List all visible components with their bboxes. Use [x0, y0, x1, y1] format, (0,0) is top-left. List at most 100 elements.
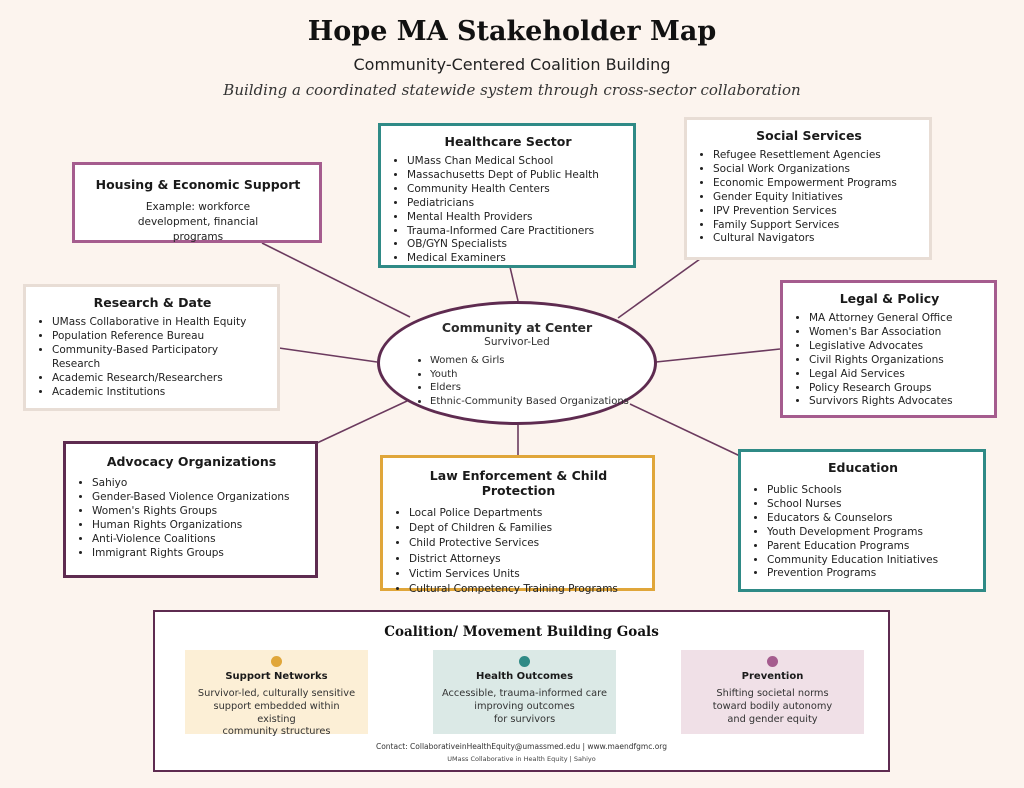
list-item: Community Health Centers [407, 183, 623, 197]
list-item: Educators & Counselors [767, 512, 973, 526]
social-services-box: Social Services Refugee Resettlement Age… [684, 117, 932, 260]
list-item: Population Reference Bureau [52, 330, 267, 344]
list-item: Survivors Rights Advocates [809, 395, 984, 409]
goal-text: Survivor-led, culturally sensitive suppo… [197, 688, 356, 738]
list-item: Economic Empowerment Programs [713, 177, 919, 191]
list-item: Child Protective Services [409, 536, 642, 551]
list-item: MA Attorney General Office [809, 312, 984, 326]
page-tagline: Building a coordinated statewide system … [223, 81, 801, 99]
healthcare-list: UMass Chan Medical School Massachusetts … [393, 155, 623, 266]
housing-box: Housing & Economic Support Example: work… [72, 162, 322, 243]
list-item: School Nurses [767, 498, 973, 512]
center-subtitle: Survivor-Led [484, 336, 550, 348]
list-item: Anti-Violence Coalitions [92, 533, 305, 547]
list-item: Community-Based Participatory Research [52, 344, 267, 372]
legal-policy-title: Legal & Policy [839, 291, 940, 306]
list-item: Family Support Services [713, 219, 919, 233]
goal-text: Shifting societal norms toward bodily au… [712, 688, 833, 725]
list-item: Legal Aid Services [809, 368, 984, 382]
list-item: District Attorneys [409, 552, 642, 567]
healthcare-box: Healthcare Sector UMass Chan Medical Sch… [378, 123, 636, 268]
list-item: Medical Examiners [407, 252, 623, 266]
list-item: Refugee Resettlement Agencies [713, 149, 919, 163]
housing-title: Housing & Economic Support [95, 177, 301, 192]
credit-line: UMass Collaborative in Health Equity | S… [447, 755, 596, 763]
list-item: Pediatricians [407, 197, 623, 211]
list-item: OB/GYN Specialists [407, 238, 623, 252]
list-item: Massachusetts Dept of Public Health [407, 169, 623, 183]
list-item: Dept of Children & Families [409, 521, 642, 536]
list-item: Sahiyo [92, 477, 305, 491]
research-title: Research & Date [93, 295, 212, 310]
list-item: Trauma-Informed Care Practitioners [407, 225, 623, 239]
list-item: Policy Research Groups [809, 382, 984, 396]
housing-example: Example: workforce development, financia… [137, 201, 259, 243]
list-item: UMass Chan Medical School [407, 155, 623, 169]
list-item: Civil Rights Organizations [809, 354, 984, 368]
legal-policy-box: Legal & Policy MA Attorney General Offic… [780, 280, 997, 418]
center-title: Community at Center [441, 320, 593, 335]
connector-advocacy [316, 400, 408, 444]
list-item: Gender Equity Initiatives [713, 191, 919, 205]
research-list: UMass Collaborative in Health Equity Pop… [38, 316, 267, 399]
goal-text: Accessible, trauma-informed care improvi… [442, 688, 607, 725]
list-item: Prevention Programs [767, 567, 973, 581]
education-box: Education Public Schools School Nurses E… [738, 449, 986, 592]
research-box: Research & Date UMass Collaborative in H… [23, 284, 280, 411]
law-enforcement-title: Law Enforcement & Child Protection [429, 468, 608, 498]
page-title: Hope MA Stakeholder Map [307, 16, 717, 47]
dot-icon [767, 656, 778, 667]
list-item: Local Police Departments [409, 506, 642, 521]
list-item: Social Work Organizations [713, 163, 919, 177]
advocacy-title: Advocacy Organizations [106, 454, 277, 469]
list-item: Parent Education Programs [767, 540, 973, 554]
legal-policy-list: MA Attorney General Office Women's Bar A… [795, 312, 984, 409]
page-subtitle: Community-Centered Coalition Building [353, 55, 671, 74]
goal-title: Health Outcomes [475, 671, 574, 682]
list-item: Community Education Initiatives [767, 554, 973, 568]
list-item: Youth Development Programs [767, 526, 973, 540]
list-item: Women's Rights Groups [92, 505, 305, 519]
contact-line: Contact: CollaborativeinHealthEquity@uma… [375, 742, 668, 751]
list-item: Academic Institutions [52, 386, 267, 400]
law-enforcement-box: Law Enforcement & Child Protection Local… [380, 455, 655, 595]
goals-panel: Coalition/ Movement Building Goals Suppo… [153, 610, 890, 772]
list-item: Legislative Advocates [809, 340, 984, 354]
social-services-title: Social Services [756, 128, 862, 143]
advocacy-box: Advocacy Organizations Sahiyo Gender-Bas… [63, 441, 318, 578]
list-item: Elders [430, 381, 629, 395]
list-item: Youth [430, 368, 629, 382]
list-item: Cultural Competency Training Programs [409, 582, 642, 597]
goal-title: Prevention [741, 671, 804, 682]
list-item: Cultural Navigators [713, 232, 919, 246]
community-center-ellipse: Community at Center Survivor-Led Women &… [377, 301, 657, 425]
connector-housing [261, 242, 411, 318]
goal-title: Support Networks [225, 671, 328, 682]
list-item: Ethnic-Community Based Organizations [430, 395, 629, 409]
goals-title: Coalition/ Movement Building Goals [384, 624, 659, 640]
goal-health-outcomes: Health Outcomes Accessible, trauma-infor… [433, 650, 616, 734]
connector-research [278, 347, 378, 363]
education-title: Education [828, 460, 898, 475]
connector-healthcare [509, 266, 519, 302]
list-item: Gender-Based Violence Organizations [92, 491, 305, 505]
list-item: Women & Girls [430, 354, 629, 368]
dot-icon [519, 656, 530, 667]
list-item: Mental Health Providers [407, 211, 623, 225]
goal-support-networks: Support Networks Survivor-led, culturall… [185, 650, 368, 737]
list-item: IPV Prevention Services [713, 205, 919, 219]
list-item: Academic Research/Researchers [52, 372, 267, 386]
connector-social [617, 258, 701, 319]
healthcare-title: Healthcare Sector [444, 134, 572, 149]
social-services-list: Refugee Resettlement Agencies Social Wor… [699, 149, 919, 246]
center-list: Women & Girls Youth Elders Ethnic-Commun… [418, 354, 629, 408]
dot-icon [271, 656, 282, 667]
advocacy-list: Sahiyo Gender-Based Violence Organizatio… [78, 477, 305, 560]
education-list: Public Schools School Nurses Educators &… [753, 484, 973, 581]
connector-education [629, 403, 741, 457]
list-item: Women's Bar Association [809, 326, 984, 340]
list-item: Immigrant Rights Groups [92, 547, 305, 561]
law-enforcement-list: Local Police Departments Dept of Childre… [395, 506, 642, 597]
connector-legal [655, 348, 781, 363]
